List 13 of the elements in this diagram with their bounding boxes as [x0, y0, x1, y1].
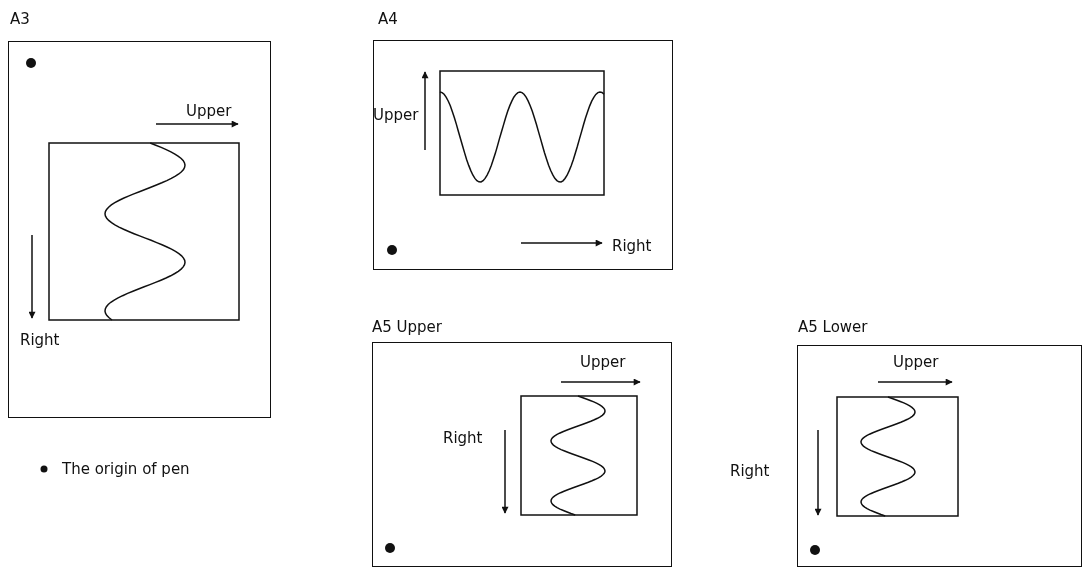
direction-label: Upper: [580, 353, 626, 371]
direction-label: Right: [20, 331, 60, 349]
direction-label: Upper: [186, 102, 232, 120]
legend-text: The origin of pen: [62, 460, 190, 478]
direction-label: Right: [443, 429, 483, 447]
direction-label: Upper: [373, 106, 419, 124]
direction-label: Upper: [893, 353, 939, 371]
page-heading: A4: [378, 10, 398, 28]
direction-label: Right: [730, 462, 770, 480]
page-heading: A5 Upper: [372, 318, 442, 336]
page-heading: A3: [10, 10, 30, 28]
direction-label: Right: [612, 237, 652, 255]
page-heading: A5 Lower: [798, 318, 868, 336]
